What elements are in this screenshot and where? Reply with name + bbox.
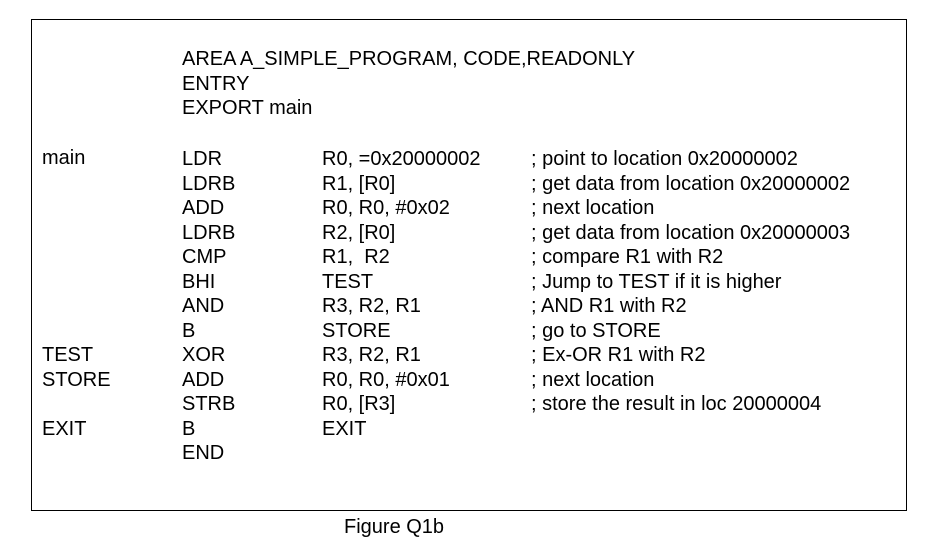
code-line: STORE ADD R0, R0, #0x01 ; next location [32, 368, 906, 392]
line-comment: ; next location [531, 197, 655, 219]
line-comment: ; Ex-OR R1 with R2 [531, 344, 706, 366]
code-line: TEST XOR R3, R2, R1 ; Ex-OR R1 with R2 [32, 343, 906, 367]
line-comment: ; Jump to TEST if it is higher [531, 270, 782, 293]
line-comment: ; compare R1 with R2 [531, 246, 724, 268]
line-opcode: LDRB [182, 172, 236, 195]
code-line: ADD R0, R0, #0x02 ; next location [32, 196, 906, 220]
line-operands: R2, [R0] [322, 221, 396, 244]
line-opcode: BHI [182, 270, 216, 293]
directive-entry-line: ENTRY [32, 48, 906, 95]
line-opcode: LDR [182, 148, 223, 170]
line-comment: ; next location [531, 368, 655, 391]
directive-export-line: EXPORT main [32, 72, 906, 119]
code-line: EXIT B EXIT [32, 417, 906, 441]
line-operands: R0, R0, #0x01 [322, 368, 450, 391]
line-operands: R3, R2, R1 [322, 295, 421, 317]
directive-area-line: AREA A_SIMPLE_PROGRAM, CODE,READONLY [32, 23, 906, 70]
line-operands: R3, R2, R1 [322, 344, 421, 366]
line-operands: STORE [322, 319, 391, 342]
code-listing-box: AREA A_SIMPLE_PROGRAM, CODE,READONLY ENT… [31, 19, 907, 511]
line-opcode: AND [182, 295, 225, 317]
line-comment: ; point to location 0x20000002 [531, 148, 798, 170]
main-label-line: main [32, 122, 906, 169]
code-line: CMP R1, R2 ; compare R1 with R2 [32, 245, 906, 269]
main-label: main [42, 147, 86, 169]
line-label: TEST [42, 344, 94, 366]
code-line: BHI TEST ; Jump to TEST if it is higher [32, 270, 906, 294]
directive-entry: ENTRY [182, 73, 250, 95]
line-comment: ; store the result in loc 20000004 [531, 393, 822, 415]
line-operands: EXIT [322, 417, 367, 440]
code-line: LDRB R1, [R0] ; get data from location 0x2… [32, 172, 906, 196]
code-line: AND R3, R2, R1 ; AND R1 with R2 [32, 294, 906, 318]
directive-export: EXPORT main [182, 97, 313, 119]
line-comment: ; get data from location 0x20000002 [531, 172, 851, 195]
line-operands: R0, [R3] [322, 393, 396, 415]
line-comment: ; get data from location 0x20000003 [531, 221, 851, 244]
line-operands: R0, =0x20000002 [322, 148, 481, 170]
line-opcode: XOR [182, 344, 226, 366]
line-opcode: END [182, 442, 225, 464]
line-label: STORE [42, 368, 111, 391]
line-operands: R1, R2 [322, 246, 390, 268]
line-operands: R0, R0, #0x02 [322, 197, 450, 219]
code-line: LDR R0, =0x20000002 ; point to location 0x… [32, 147, 906, 171]
code-line: B STORE ; go to STORE [32, 319, 906, 343]
line-comment: ; AND R1 with R2 [531, 295, 687, 317]
line-opcode: B [182, 417, 196, 440]
code-line: END [32, 441, 906, 465]
code-line: LDRB R2, [R0] ; get data from location 0x2… [32, 221, 906, 245]
line-opcode: CMP [182, 246, 227, 268]
figure-caption: Figure Q1b [344, 516, 445, 538]
directive-area: AREA A_SIMPLE_PROGRAM, CODE,READONLY [182, 48, 636, 70]
code-line: STRB R0, [R3] ; store the result in loc 20… [32, 392, 906, 416]
line-opcode: ADD [182, 197, 225, 219]
line-comment: ; go to STORE [531, 319, 661, 342]
line-opcode: ADD [182, 368, 225, 391]
line-opcode: B [182, 319, 196, 342]
line-operands: R1, [R0] [322, 172, 396, 195]
line-label: EXIT [42, 417, 87, 440]
line-opcode: LDRB [182, 221, 236, 244]
line-opcode: STRB [182, 393, 236, 415]
line-operands: TEST [322, 270, 374, 293]
